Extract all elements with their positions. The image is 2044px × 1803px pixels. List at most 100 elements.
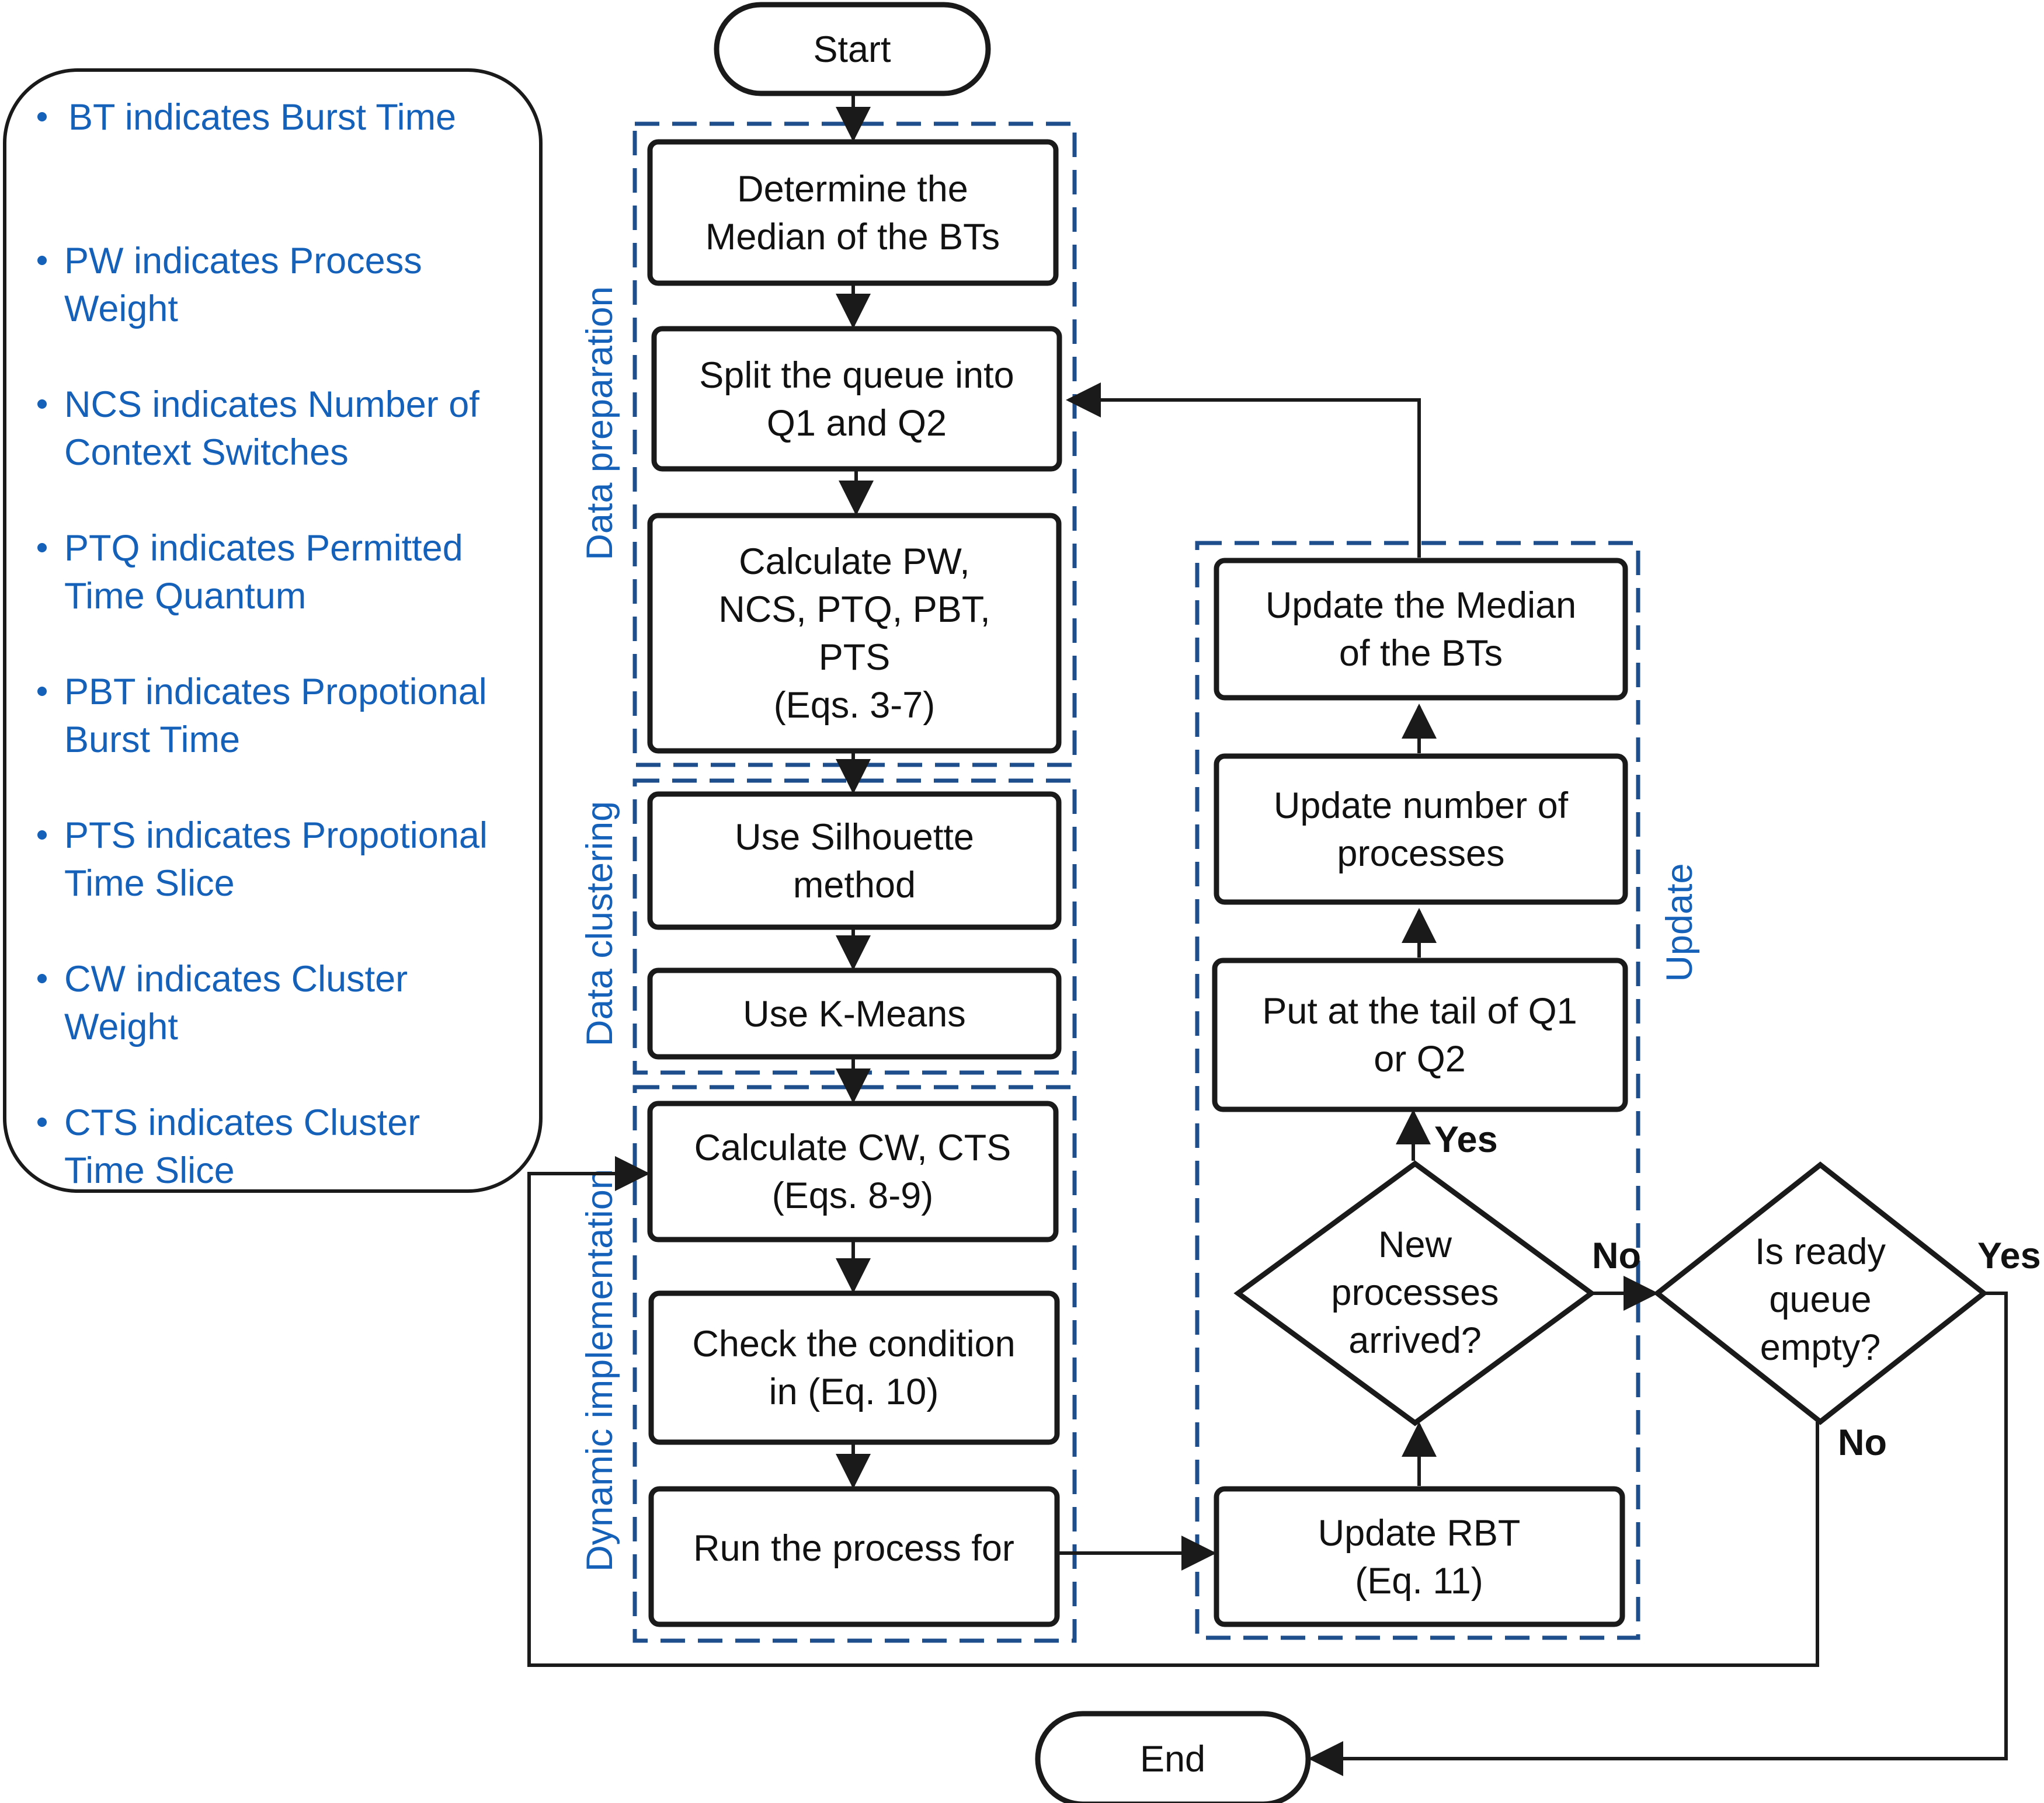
group-dynamic-implementation-label: Dynamic implementation: [579, 1169, 620, 1572]
legend-item-line: Time Slice: [64, 1150, 235, 1191]
group-dynamic-implementation-box: [632, 1085, 1077, 1643]
edge-ready-queue-to-calculate-cw: [527, 1156, 1819, 1667]
determine-median-box: [647, 139, 1059, 286]
end-label-line: End: [1140, 1739, 1205, 1780]
legend-item-text: BT indicates Burst Time: [68, 97, 456, 138]
check-condition-label-line: Check the condition: [692, 1324, 1015, 1365]
run-process-label: Run the process for: [693, 1528, 1014, 1569]
end-terminal: [1035, 1711, 1311, 1803]
update-number-box: [1214, 753, 1628, 905]
legend-bullet: [37, 256, 47, 265]
group-data-clustering-label: Data clustering: [579, 801, 620, 1046]
edge-ready-queue-to-end: [1308, 1292, 2008, 1776]
update-rbt-label-line: (Eq. 11): [1355, 1561, 1483, 1602]
check-condition-box: [648, 1290, 1060, 1445]
start-node: Start: [714, 2, 991, 96]
legend-items: BT indicates Burst Time PW indicates Proc…: [37, 97, 488, 1191]
group-data-preparation-label: Data preparation: [579, 286, 620, 560]
group-update-box: [1195, 541, 1640, 1640]
update-rbt-label-line: Update RBT: [1318, 1513, 1521, 1554]
legend-item-line: Time Quantum: [64, 576, 306, 617]
legend-bullet: [37, 543, 47, 552]
end-label: End: [1140, 1739, 1205, 1780]
legend: BT indicates Burst Time PW indicates Proc…: [3, 68, 543, 1193]
start-terminal: [714, 2, 991, 96]
update-median-box: [1214, 558, 1628, 701]
use-silhouette-box: [647, 791, 1062, 930]
legend-item: NCS indicates Number of Context Switches: [37, 384, 479, 473]
group-data-preparation: Data preparation: [579, 121, 1077, 767]
run-process-label-line: Run the process for: [693, 1528, 1014, 1569]
update-rbt-label: Update RBT (Eq. 11): [1318, 1513, 1521, 1602]
legend-item-line: BT indicates Burst Time: [68, 97, 456, 138]
use-kmeans-node: Use K-Means: [647, 967, 1062, 1060]
ready-queue-label-line: empty?: [1760, 1327, 1881, 1368]
calculate-cw-box: [647, 1101, 1059, 1242]
put-tail-label: Put at the tail of Q1 or Q2: [1262, 991, 1577, 1080]
edge-label-new-processes-yes: Yes: [1434, 1119, 1498, 1160]
legend-item: BT indicates Burst Time: [37, 97, 456, 138]
legend-item-line: NCS indicates Number of: [64, 384, 479, 425]
legend-bullet: [37, 1118, 47, 1127]
group-data-preparation-box: [632, 121, 1077, 767]
edges: [527, 95, 2008, 1776]
split-queue-label-line: Q1 and Q2: [767, 403, 947, 444]
calculate-pw-box: [647, 513, 1062, 754]
edge-label-ready-queue-yes: Yes: [1977, 1235, 2041, 1276]
calculate-cw-label-line: (Eqs. 8-9): [772, 1175, 934, 1216]
put-tail-label-line: or Q2: [1374, 1039, 1466, 1080]
run-process-node: Run the process for: [648, 1486, 1060, 1627]
legend-item-line: PBT indicates Propotional: [64, 671, 487, 712]
calculate-pw-node: Calculate PW,NCS, PTQ, PBT,PTS(Eqs. 3-7): [647, 513, 1062, 754]
ready-queue-label-line: queue: [1769, 1279, 1871, 1320]
update-number-label-line: processes: [1337, 833, 1504, 874]
determine-median-label-line: Median of the BTs: [705, 217, 1000, 257]
new-processes-label-line: processes: [1331, 1272, 1499, 1313]
update-median-label-line: of the BTs: [1339, 633, 1503, 674]
edge-label-new-processes-no: No: [1592, 1235, 1641, 1276]
ready-queue-node: Is ready queue empty?: [1653, 1161, 1989, 1425]
calculate-pw-label-line: NCS, PTQ, PBT,: [718, 589, 990, 630]
put-tail-box: [1212, 958, 1628, 1112]
put-tail-label-line: Put at the tail of Q1: [1262, 991, 1577, 1032]
legend-item-line: PTQ indicates Permitted: [64, 528, 463, 569]
end-node: End: [1035, 1711, 1311, 1803]
use-kmeans-box: [647, 967, 1062, 1060]
update-median-label: Update the Median of the BTs: [1266, 585, 1576, 674]
start-label-line: Start: [813, 29, 891, 70]
legend-item-line: Context Switches: [64, 432, 349, 473]
legend-item-line: Weight: [64, 288, 178, 329]
legend-item-text: NCS indicates Number of Context Switches: [64, 384, 479, 473]
ready-queue-label-line: Is ready: [1755, 1231, 1886, 1272]
calculate-pw-label-line: Calculate PW,: [739, 541, 970, 582]
new-processes-diamond: [1233, 1160, 1596, 1426]
update-median-label-line: Update the Median: [1266, 585, 1576, 626]
legend-item-line: CTS indicates Cluster: [64, 1102, 420, 1143]
legend-item-line: PW indicates Process: [64, 241, 422, 281]
calculate-pw-label: Calculate PW,NCS, PTQ, PBT,PTS(Eqs. 3-7): [718, 541, 990, 726]
use-silhouette-label-line: method: [793, 865, 916, 906]
legend-item-line: Burst Time: [64, 719, 240, 760]
legend-item-line: Time Slice: [64, 863, 235, 904]
run-process-box: [648, 1486, 1060, 1627]
